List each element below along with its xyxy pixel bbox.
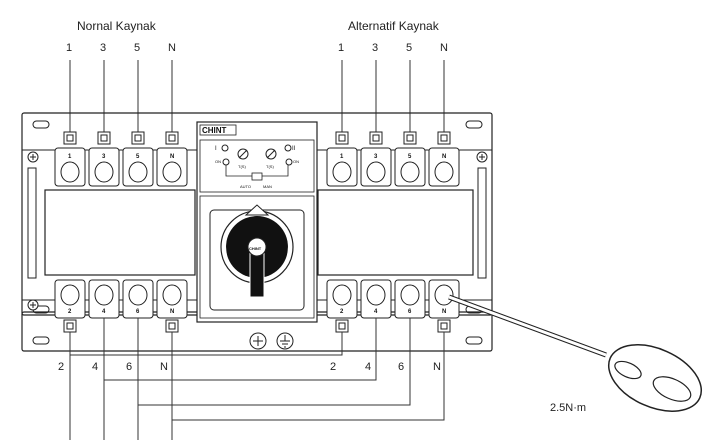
label-normal-3: 3 — [100, 42, 106, 54]
label-alt-1: 1 — [338, 42, 344, 54]
indicator-i: I — [215, 146, 217, 152]
on-label-left: ON — [215, 159, 221, 164]
face-alt-n: N — [442, 154, 446, 160]
face-alt-n-bottom: N — [442, 309, 446, 315]
mode-man-label: MAN — [263, 184, 272, 189]
indicator-ii: II — [292, 146, 296, 152]
rotary-handle[interactable]: CHINT — [220, 204, 294, 298]
bottom-wires — [69, 318, 445, 440]
normal-top-face-labels: 1 3 5 N — [68, 154, 174, 160]
normal-bottom-terminals — [54, 279, 188, 333]
face-normal-n: N — [170, 154, 174, 160]
label-alt-3: 3 — [372, 42, 378, 54]
normal-top-terminals — [54, 131, 188, 187]
face-alt-1: 1 — [340, 154, 344, 160]
alt-out-label-4: 4 — [365, 361, 371, 373]
label-alt-n: N — [440, 42, 448, 54]
out-label-4: 4 — [92, 361, 98, 373]
knob-label-right: T(S) — [266, 164, 274, 169]
label-normal-n: N — [168, 42, 176, 54]
alt-out-label-n: N — [433, 361, 441, 373]
face-normal-1: 1 — [68, 154, 72, 160]
face-normal-n-bottom: N — [170, 309, 174, 315]
alt-bottom-face-labels: 2 4 6 N — [340, 309, 446, 315]
ground-terminals — [249, 332, 294, 350]
face-alt-4: 4 — [374, 309, 378, 315]
alt-out-label-6: 6 — [398, 361, 404, 373]
mode-switch[interactable] — [251, 172, 263, 181]
torque-label: 2.5N·m — [550, 402, 586, 414]
face-alt-3: 3 — [374, 154, 378, 160]
face-alt-5: 5 — [408, 154, 412, 160]
face-normal-2: 2 — [68, 309, 72, 315]
out-label-6: 6 — [126, 361, 132, 373]
knob-label-left: T(S) — [238, 164, 246, 169]
alt-top-terminals — [326, 131, 460, 187]
alt-source-title: Alternatif Kaynak — [348, 19, 440, 33]
face-alt-6: 6 — [408, 309, 412, 315]
alt-bottom-terminals — [326, 279, 460, 333]
on-label-right: ON — [293, 159, 299, 164]
normal-bottom-face-labels: 2 4 6 N — [68, 309, 174, 315]
alt-top-labels: 1 3 5 N — [338, 42, 448, 54]
face-normal-5: 5 — [136, 154, 140, 160]
label-alt-5: 5 — [406, 42, 412, 54]
side-screws — [27, 151, 488, 311]
alt-top-face-labels: 1 3 5 N — [340, 154, 446, 160]
normal-top-labels: 1 3 5 N — [66, 42, 176, 54]
label-normal-5: 5 — [134, 42, 140, 54]
out-label-2: 2 — [58, 361, 64, 373]
bottom-left-labels: 2 4 6 N — [58, 361, 168, 373]
label-normal-1: 1 — [66, 42, 72, 54]
out-label-n: N — [160, 361, 168, 373]
normal-source-title: Nornal Kaynak — [77, 19, 157, 33]
face-alt-2: 2 — [340, 309, 344, 315]
mode-auto-label: AUTO — [240, 184, 251, 189]
bottom-right-labels: 2 4 6 N — [330, 361, 441, 373]
alt-out-label-2: 2 — [330, 361, 336, 373]
face-normal-3: 3 — [102, 154, 106, 160]
screwdriver-icon — [448, 294, 703, 412]
brand-logo: CHINT — [202, 126, 227, 135]
top-wires — [69, 60, 445, 132]
face-normal-6: 6 — [136, 309, 140, 315]
handle-brand: CHINT — [249, 246, 262, 251]
face-normal-4: 4 — [102, 309, 106, 315]
